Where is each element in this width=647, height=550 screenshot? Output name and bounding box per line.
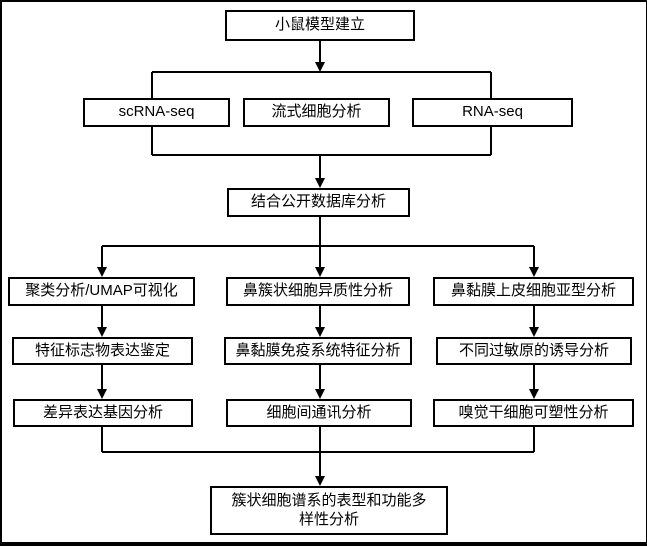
node-conclusion: 簇状细胞谱系的表型和功能多 样性分析 <box>210 486 448 535</box>
node-scrna-seq: scRNA-seq <box>83 98 230 127</box>
node-clustering-umap: 聚类分析/UMAP可视化 <box>8 277 195 306</box>
node-nasal-immune-features: 鼻黏膜免疫系统特征分析 <box>224 337 412 365</box>
node-olfactory-stem-cell-plasticity: 嗅觉干细胞可塑性分析 <box>433 399 634 427</box>
node-cell-communication-analysis: 细胞间通讯分析 <box>226 399 412 427</box>
node-allergen-induction-analysis: 不同过敏原的诱导分析 <box>436 337 632 365</box>
node-marker-expression-identification: 特征标志物表达鉴定 <box>12 337 193 365</box>
connector-root-to-assays <box>315 41 325 72</box>
node-rna-seq: RNA-seq <box>412 98 573 127</box>
node-public-database-analysis: 结合公开数据库分析 <box>227 188 410 217</box>
node-mouse-model: 小鼠模型建立 <box>225 10 415 41</box>
node-flow-cytometry: 流式细胞分析 <box>243 98 390 127</box>
column-arrows-row1-row2 <box>97 306 539 337</box>
branch-to-columns <box>97 217 539 277</box>
node-tuft-cell-heterogeneity: 鼻簇状细胞异质性分析 <box>226 277 410 306</box>
merge-to-conclusion <box>101 427 535 486</box>
node-epithelial-subtype-analysis: 鼻黏膜上皮细胞亚型分析 <box>433 277 634 306</box>
connector-assays-to-integration <box>315 155 325 188</box>
node-differential-expression-analysis: 差异表达基因分析 <box>13 399 193 427</box>
column-arrows-row2-row3 <box>97 365 539 399</box>
